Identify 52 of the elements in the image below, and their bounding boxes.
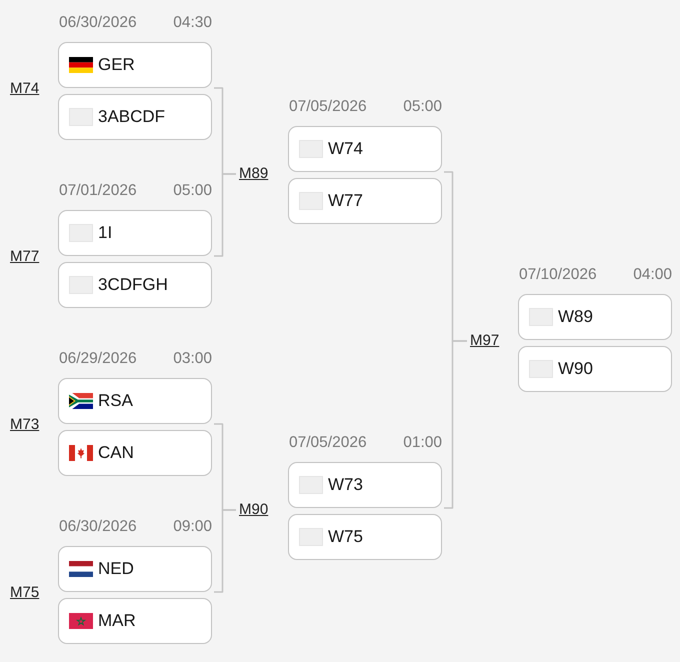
team-label: NED: [98, 559, 134, 579]
match-date: 07/05/2026: [289, 434, 367, 452]
team-label: GER: [98, 55, 135, 75]
match-time: 09:00: [173, 518, 212, 536]
match-link: M89: [239, 165, 268, 183]
match-link: M77: [10, 248, 40, 266]
match-date: 06/29/2026: [59, 350, 137, 368]
team-slot: [288, 514, 442, 560]
team-label: 1I: [98, 223, 112, 243]
match-time: 05:00: [403, 98, 442, 116]
team-label: W75: [328, 527, 363, 547]
match-link: M97: [470, 332, 500, 350]
team-label: W77: [328, 191, 363, 211]
match-date: 06/30/2026: [59, 14, 137, 32]
team-slot: [58, 546, 212, 592]
team-label: 3ABCDF: [98, 107, 166, 127]
team-label: W90: [558, 359, 593, 379]
team-slot: [58, 262, 212, 308]
team-slot: [58, 42, 212, 88]
team-slot: [288, 126, 442, 172]
team-slot: [58, 598, 212, 644]
match-date: 06/30/2026: [59, 518, 137, 536]
team-slot: [58, 378, 212, 424]
team-slot: [288, 462, 442, 508]
team-slot: [518, 346, 672, 392]
match-time: 05:00: [173, 182, 212, 200]
match-time: 01:00: [403, 434, 442, 452]
bracket-line: [214, 509, 236, 593]
team-label: W73: [328, 475, 363, 495]
team-slot: [58, 210, 212, 256]
match-link: M73: [10, 416, 40, 434]
team-slot: [518, 294, 672, 340]
team-label: W74: [328, 139, 363, 159]
match-link: M90: [239, 501, 268, 519]
team-label: 3CDFGH: [98, 275, 168, 295]
team-slot: [58, 430, 212, 476]
match-link: M74: [10, 80, 40, 98]
team-label: CAN: [98, 443, 134, 463]
match-time: 04:30: [173, 14, 212, 32]
match-time: 04:00: [633, 266, 672, 284]
team-label: MAR: [98, 611, 136, 631]
match-date: 07/10/2026: [519, 266, 597, 284]
match-link: M75: [10, 584, 40, 602]
match-time: 03:00: [173, 350, 212, 368]
team-label: W89: [558, 307, 593, 327]
bracket-line: [214, 173, 236, 257]
team-slot: [288, 178, 442, 224]
match-date: 07/01/2026: [59, 182, 137, 200]
bracket-line: [444, 340, 467, 509]
team-label: RSA: [98, 391, 133, 411]
match-date: 07/05/2026: [289, 98, 367, 116]
team-slot: [58, 94, 212, 140]
